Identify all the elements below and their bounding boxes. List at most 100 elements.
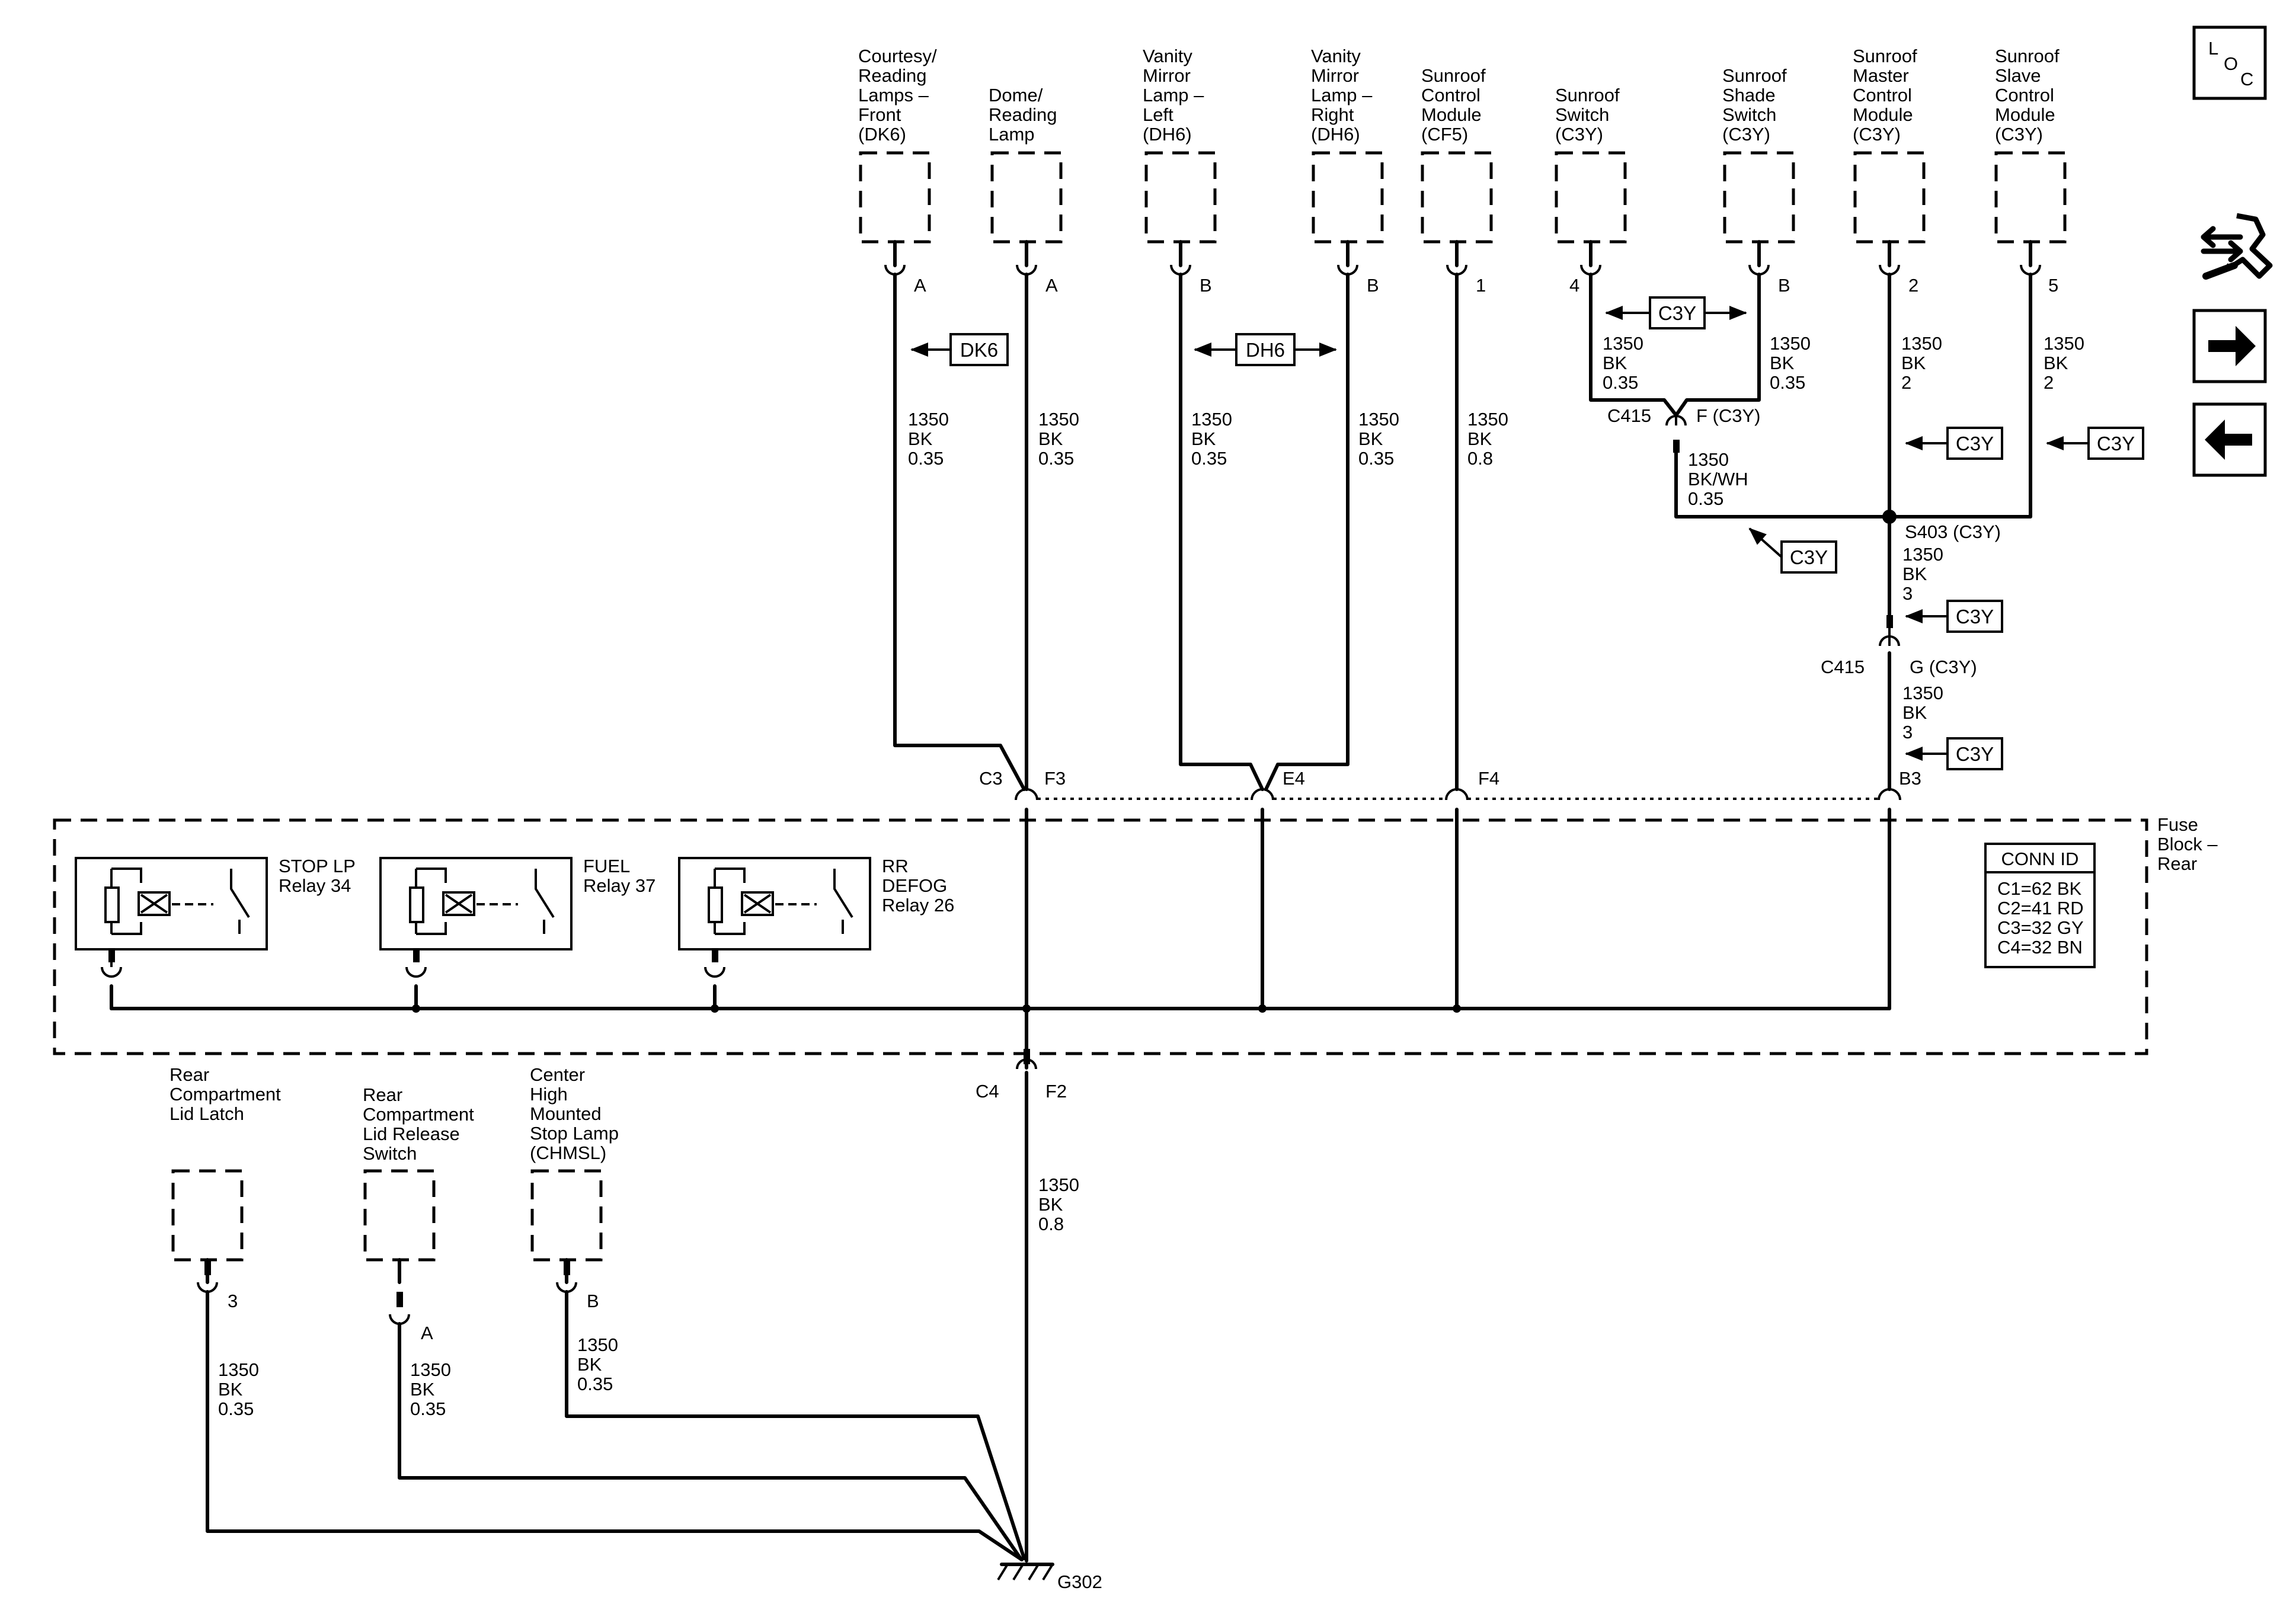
component-vanity-mirror-lamp-right[interactable]: Vanity Mirror Lamp – Right (DH6) <box>1311 46 1384 244</box>
component-sunroof-slave-control-module[interactable]: Sunroof Slave Control Module (C3Y) <box>1994 46 2067 244</box>
component-box <box>171 1169 244 1262</box>
connector-c415-label: C415 <box>1607 405 1651 426</box>
component-box <box>1994 151 2067 244</box>
component-rear-compartment-lid-release-switch[interactable]: Rear Compartment Lid Release Switch <box>363 1084 479 1262</box>
component-box <box>1723 151 1795 244</box>
conn-id-title: CONN ID <box>2001 849 2079 869</box>
component-label: Sunroof Slave Control Module (C3Y) <box>1995 46 2064 145</box>
component-label: Vanity Mirror Lamp – Left (DH6) <box>1143 46 1209 145</box>
ground-g302-label: G302 <box>1057 1571 1102 1592</box>
fuse-block-rear[interactable]: Fuse Block – Rear <box>53 808 2223 1070</box>
loc-o: O <box>2224 53 2238 74</box>
option-label: C3Y <box>1956 433 1994 454</box>
component-label: Sunroof Shade Switch (C3Y) <box>1722 65 1792 145</box>
conn-id-table: CONN ID C1=62 BK C2=41 RD C3=32 GY C4=32… <box>1984 843 2096 968</box>
component-label: Sunroof Control Module (CF5) <box>1421 65 1491 145</box>
component-sunroof-switch[interactable]: Sunroof Switch (C3Y) <box>1555 85 1627 244</box>
option-c3y-tag-switches[interactable]: C3Y <box>1605 296 1747 329</box>
option-label: C3Y <box>1956 743 1994 765</box>
component-sunroof-master-control-module[interactable]: Sunroof Master Control Module (C3Y) <box>1853 46 1926 244</box>
component-chmsl[interactable]: Center High Mounted Stop Lamp (CHMSL) <box>530 1064 624 1262</box>
connector-c415-label: C415 <box>1821 657 1865 677</box>
component-sunroof-shade-switch[interactable]: Sunroof Shade Switch (C3Y) <box>1722 65 1795 244</box>
option-label: C3Y <box>1956 606 1994 628</box>
pin-label: A <box>914 275 926 296</box>
component-label: Rear Compartment Lid Latch <box>170 1064 286 1124</box>
pin-label: A <box>1045 275 1058 296</box>
pin-label: 5 <box>2048 275 2058 296</box>
splice-s403 <box>1882 510 1897 524</box>
relay-box <box>678 857 871 950</box>
pin-label: 3 <box>228 1291 238 1311</box>
fuse-block-connectors-top: C3 F3 E4 F4 B3 <box>979 768 1921 801</box>
component-dome-reading-lamp[interactable]: Dome/ Reading Lamp <box>989 85 1063 244</box>
connector-f3-label: F3 <box>1044 768 1066 789</box>
component-box <box>1312 151 1384 244</box>
option-c3y-tag-master[interactable]: C3Y <box>1905 427 2003 460</box>
component-label: Vanity Mirror Lamp – Right (DH6) <box>1311 46 1377 145</box>
component-box <box>990 151 1063 244</box>
fuse-block-outline <box>53 818 2148 1055</box>
pin-label: B <box>587 1291 599 1311</box>
relay-box <box>379 857 573 950</box>
pin-label: B <box>1367 275 1379 296</box>
component-box <box>1853 151 1926 244</box>
component-courtesy-reading-lamps-front[interactable]: Courtesy/ Reading Lamps – Front (DK6) <box>858 46 942 244</box>
splice-s403-label: S403 (C3Y) <box>1905 521 2001 542</box>
connector-e4-label: E4 <box>1283 768 1305 789</box>
component-box <box>1555 151 1627 244</box>
component-location-icon[interactable]: L O C <box>2192 25 2267 100</box>
connector-c3-label: C3 <box>979 768 1003 789</box>
option-c3y-tag-bkwh[interactable]: C3Y <box>1748 527 1837 574</box>
component-sunroof-control-module[interactable]: Sunroof Control Module (CF5) <box>1421 65 1493 244</box>
option-c3y-tag-s403[interactable]: C3Y <box>1905 600 2003 633</box>
fuse-block-label: Fuse Block – Rear <box>2157 814 2223 874</box>
option-dh6-tag[interactable]: DH6 <box>1194 333 1337 366</box>
connector-c4-label: C4 <box>976 1081 999 1102</box>
pin-label: B <box>1778 275 1790 296</box>
component-label: Center High Mounted Stop Lamp (CHMSL) <box>530 1064 624 1163</box>
connector-g-pin-label: G (C3Y) <box>1910 657 1977 677</box>
pin-label: 2 <box>1908 275 1918 296</box>
component-label: Sunroof Master Control Module (C3Y) <box>1853 46 1922 145</box>
wrench-arrows-icon[interactable] <box>2201 213 2273 280</box>
connector-f4-label: F4 <box>1478 768 1499 789</box>
connector-c415-f: C415 F (C3Y) <box>1607 405 1761 453</box>
component-box <box>859 151 931 244</box>
component-rear-compartment-lid-latch[interactable]: Rear Compartment Lid Latch <box>170 1064 286 1262</box>
option-c3y-tag-slave[interactable]: C3Y <box>2046 427 2144 460</box>
component-label: Rear Compartment Lid Release Switch <box>363 1084 479 1164</box>
option-label: DH6 <box>1246 339 1285 361</box>
component-label: Sunroof Switch (C3Y) <box>1555 85 1625 145</box>
option-c3y-tag-b3[interactable]: C3Y <box>1905 737 2003 770</box>
next-arrow-icon[interactable] <box>2192 309 2267 383</box>
pin-label: 1 <box>1476 275 1486 296</box>
pin-label: 4 <box>1569 275 1579 296</box>
component-vanity-mirror-lamp-left[interactable]: Vanity Mirror Lamp – Left (DH6) <box>1143 46 1217 244</box>
conn-id-rows: C1=62 BK C2=41 RD C3=32 GY C4=32 BN <box>1997 878 2089 958</box>
loc-l: L <box>2208 38 2218 59</box>
connector-b3-label: B3 <box>1899 768 1921 789</box>
previous-arrow-icon[interactable] <box>2192 402 2267 477</box>
loc-c: C <box>2240 69 2253 89</box>
option-label: C3Y <box>1790 546 1828 568</box>
relay-box <box>75 857 268 950</box>
option-dk6-tag[interactable]: DK6 <box>910 333 1009 366</box>
top-terminals: A A B B 1 4 B 2 5 <box>884 240 2058 296</box>
